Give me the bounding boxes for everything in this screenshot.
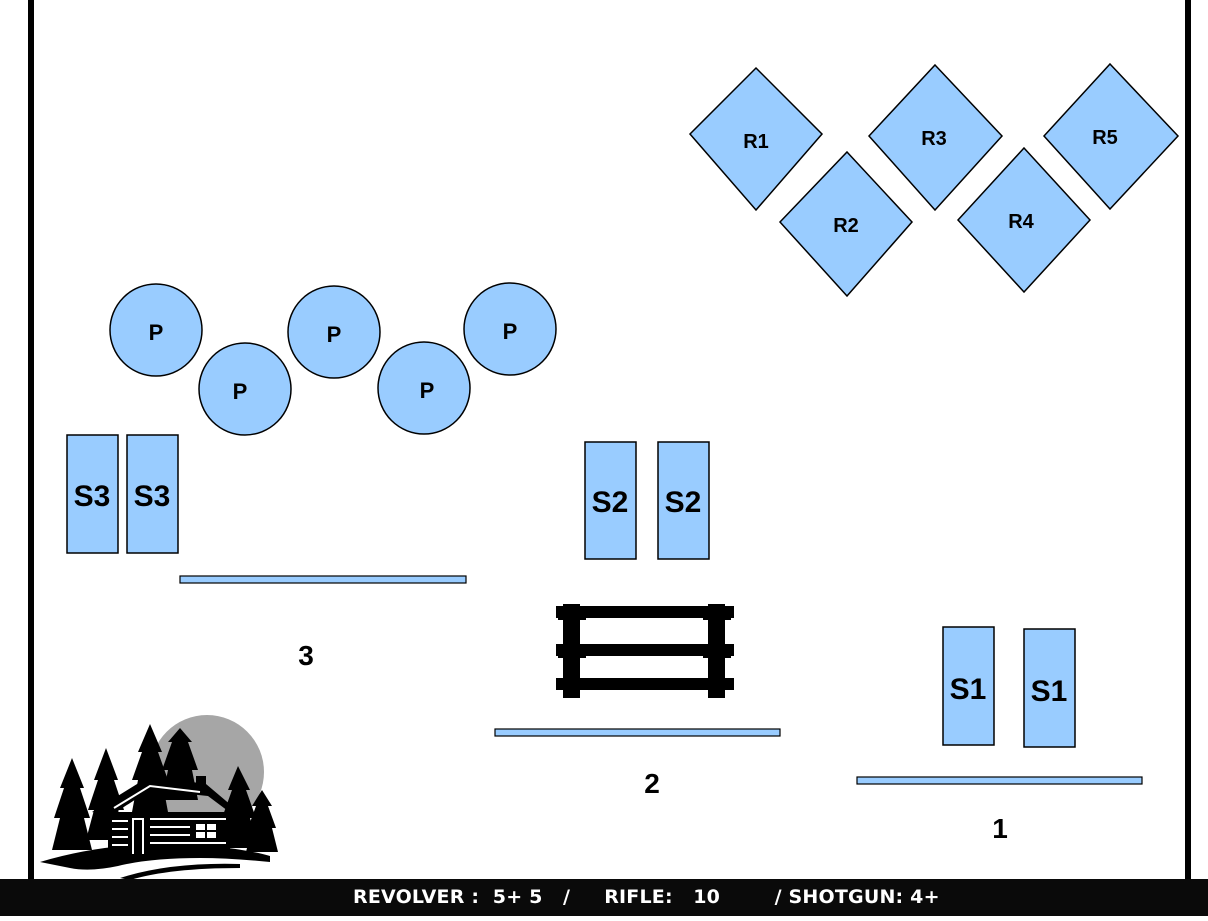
pistol-target-4: P	[377, 341, 471, 435]
footer-bar	[0, 879, 1208, 916]
rifle-target-r5: R5	[1042, 62, 1180, 211]
shotgun-target-label: S3	[134, 480, 171, 513]
shotgun-target-s1-left: S1	[942, 626, 995, 746]
shotgun-target-label: S3	[74, 480, 111, 513]
rifle-target-r3: R3	[867, 63, 1004, 212]
pistol-target-5: P	[463, 282, 557, 376]
pistol-target-1: P	[109, 283, 203, 377]
position-label-2: 2	[644, 768, 660, 799]
pistol-target-3: P	[287, 285, 381, 379]
shotgun-target-label: S2	[665, 486, 702, 519]
shooting-table-3	[179, 575, 467, 584]
pistol-target-label: P	[503, 319, 518, 344]
rifle-target-label: R2	[833, 215, 859, 237]
shooting-table-1	[856, 776, 1143, 785]
shotgun-target-s1-right: S1	[1023, 628, 1076, 748]
rifle-target-label: R3	[921, 128, 947, 150]
rifle-target-r2: R2	[778, 150, 914, 298]
pistol-target-label: P	[420, 378, 435, 403]
pistol-target-label: P	[233, 379, 248, 404]
rifle-target-r4: R4	[956, 146, 1092, 294]
position-label-3: 3	[298, 640, 314, 671]
position-label-1: 1	[992, 813, 1008, 844]
shotgun-target-s2-right: S2	[657, 441, 710, 560]
shotgun-target-s3-left: S3	[66, 434, 119, 554]
shotgun-target-label: S1	[950, 673, 987, 706]
shotgun-target-s3-right: S3	[126, 434, 179, 554]
pistol-target-label: P	[149, 320, 164, 345]
log-cabin-logo	[40, 715, 278, 880]
right-border	[1185, 0, 1191, 880]
round-count-summary: REVOLVER : 5+ 5 / RIFLE: 10 / SHOTGUN: 4…	[353, 886, 940, 908]
rifle-target-r1: R1	[688, 66, 824, 212]
shooting-table-2	[494, 728, 781, 737]
shotgun-target-label: S2	[592, 486, 629, 519]
rifle-target-label: R4	[1008, 211, 1034, 233]
shotgun-target-s2-left: S2	[584, 441, 637, 560]
pistol-target-2: P	[198, 342, 292, 436]
left-border	[28, 0, 34, 880]
rifle-target-label: R5	[1092, 127, 1118, 149]
rifle-target-label: R1	[743, 131, 769, 153]
pistol-target-label: P	[327, 322, 342, 347]
wooden-fence-icon	[556, 604, 734, 698]
shotgun-target-label: S1	[1031, 675, 1068, 708]
